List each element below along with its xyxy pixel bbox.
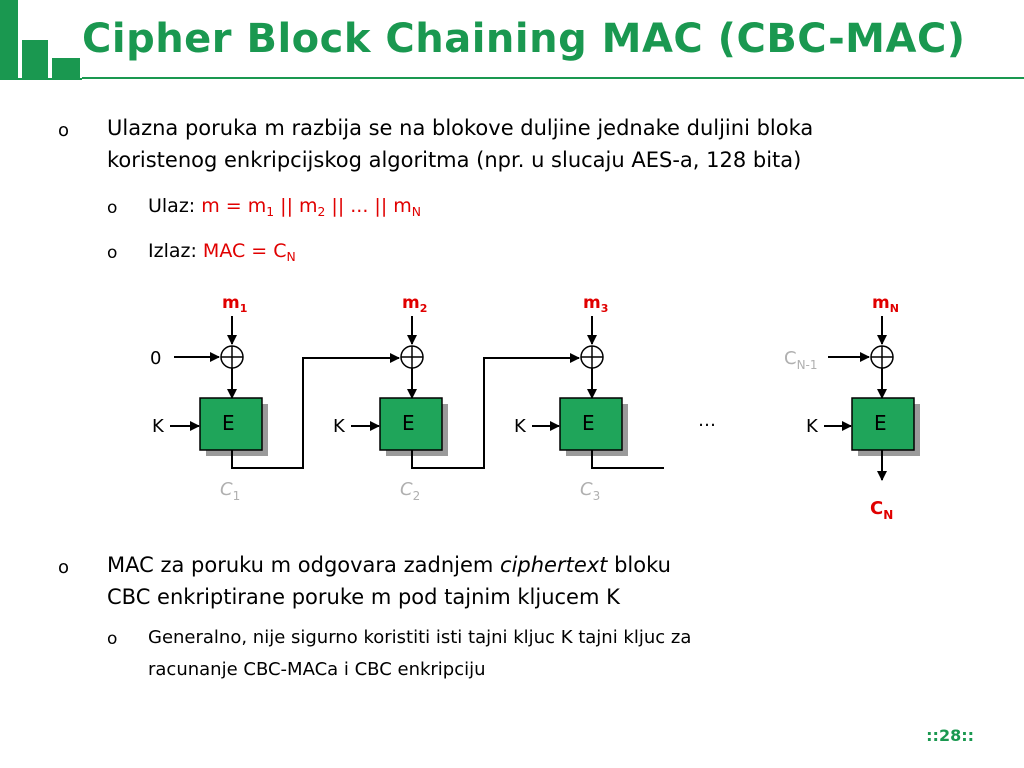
final-cipher-label: CN xyxy=(870,498,893,522)
key-label: K xyxy=(333,416,346,437)
encryption-block: E xyxy=(379,397,448,456)
chain-line xyxy=(411,353,580,469)
sub-bullet-output: Izlaz: MAC = CN xyxy=(148,237,296,271)
chain-line xyxy=(231,353,400,469)
iv-label: 0 xyxy=(150,348,161,369)
warning-line-1: Generalno, nije sigurno koristiti isti t… xyxy=(148,627,692,648)
ellipsis: … xyxy=(698,410,716,431)
cipher-label-c2: C2 xyxy=(400,479,420,503)
page-number: ::28:: xyxy=(926,726,974,745)
sub-bullet-marker: o xyxy=(107,198,118,218)
cipher-label-c1: C1 xyxy=(220,479,240,503)
key-label: K xyxy=(152,416,165,437)
input-formula: m = m1 || m2 || ... || mN xyxy=(201,195,421,219)
input-label: Ulaz: xyxy=(148,195,196,217)
key-label: K xyxy=(514,416,527,437)
bullet-2-line-2: CBC enkriptirane poruke m pod tajnim klj… xyxy=(107,585,620,609)
encryption-block: E xyxy=(199,397,268,456)
title-underline xyxy=(82,77,1024,79)
xor-icon xyxy=(870,345,894,369)
bullet-1-line-1: Ulazna poruka m razbija se na blokove du… xyxy=(107,116,814,140)
input-label-m2: m2 xyxy=(402,293,427,315)
input-label-mN: mN xyxy=(872,293,899,315)
bullet-marker: o xyxy=(58,557,70,578)
block-label: E xyxy=(582,411,595,435)
bullet-2-line-1: MAC za poruku m odgovara zadnjem ciphert… xyxy=(107,553,671,577)
sub-bullet-input: Ulaz: m = m1 || m2 || ... || mN xyxy=(148,192,421,226)
sub-bullet-warning: Generalno, nije sigurno koristiti isti t… xyxy=(148,622,691,686)
key-label: K xyxy=(806,416,819,437)
input-label-m1: m1 xyxy=(222,293,247,315)
block-label: E xyxy=(402,411,415,435)
cbc-mac-diagram: m1 m2 m3 mN 0 CN-1 E E E xyxy=(150,293,920,522)
output-label: Izlaz: xyxy=(148,240,197,262)
bullet-2-text: MAC za poruku m odgovara zadnjem ciphert… xyxy=(107,549,671,613)
block-label: E xyxy=(222,411,235,435)
encryption-block: E xyxy=(851,397,920,456)
encryption-block: E xyxy=(559,397,628,456)
bullet-1-text: Ulazna poruka m razbija se na blokove du… xyxy=(107,112,813,176)
bullet-marker: o xyxy=(58,120,70,141)
logo-bars-graphic xyxy=(0,0,82,80)
cipher-label-c3: C3 xyxy=(580,479,600,503)
block-label: E xyxy=(874,411,887,435)
sub-bullet-marker: o xyxy=(107,629,118,649)
xor-icon xyxy=(580,345,604,369)
xor-icon xyxy=(220,345,244,369)
prev-cipher-label: CN-1 xyxy=(784,348,818,372)
sub-bullet-marker: o xyxy=(107,243,118,263)
page-title: Cipher Block Chaining MAC (CBC-MAC) xyxy=(82,16,966,62)
bullet-1-line-2: koristenog enkripcijskog algoritma (npr.… xyxy=(107,148,802,172)
chain-line xyxy=(591,450,664,469)
input-label-m3: m3 xyxy=(583,293,608,315)
logo-bars xyxy=(0,0,82,80)
xor-icon xyxy=(400,345,424,369)
output-formula: MAC = CN xyxy=(202,240,296,264)
warning-line-2: racunanje CBC-MACa i CBC enkripciju xyxy=(148,659,486,680)
